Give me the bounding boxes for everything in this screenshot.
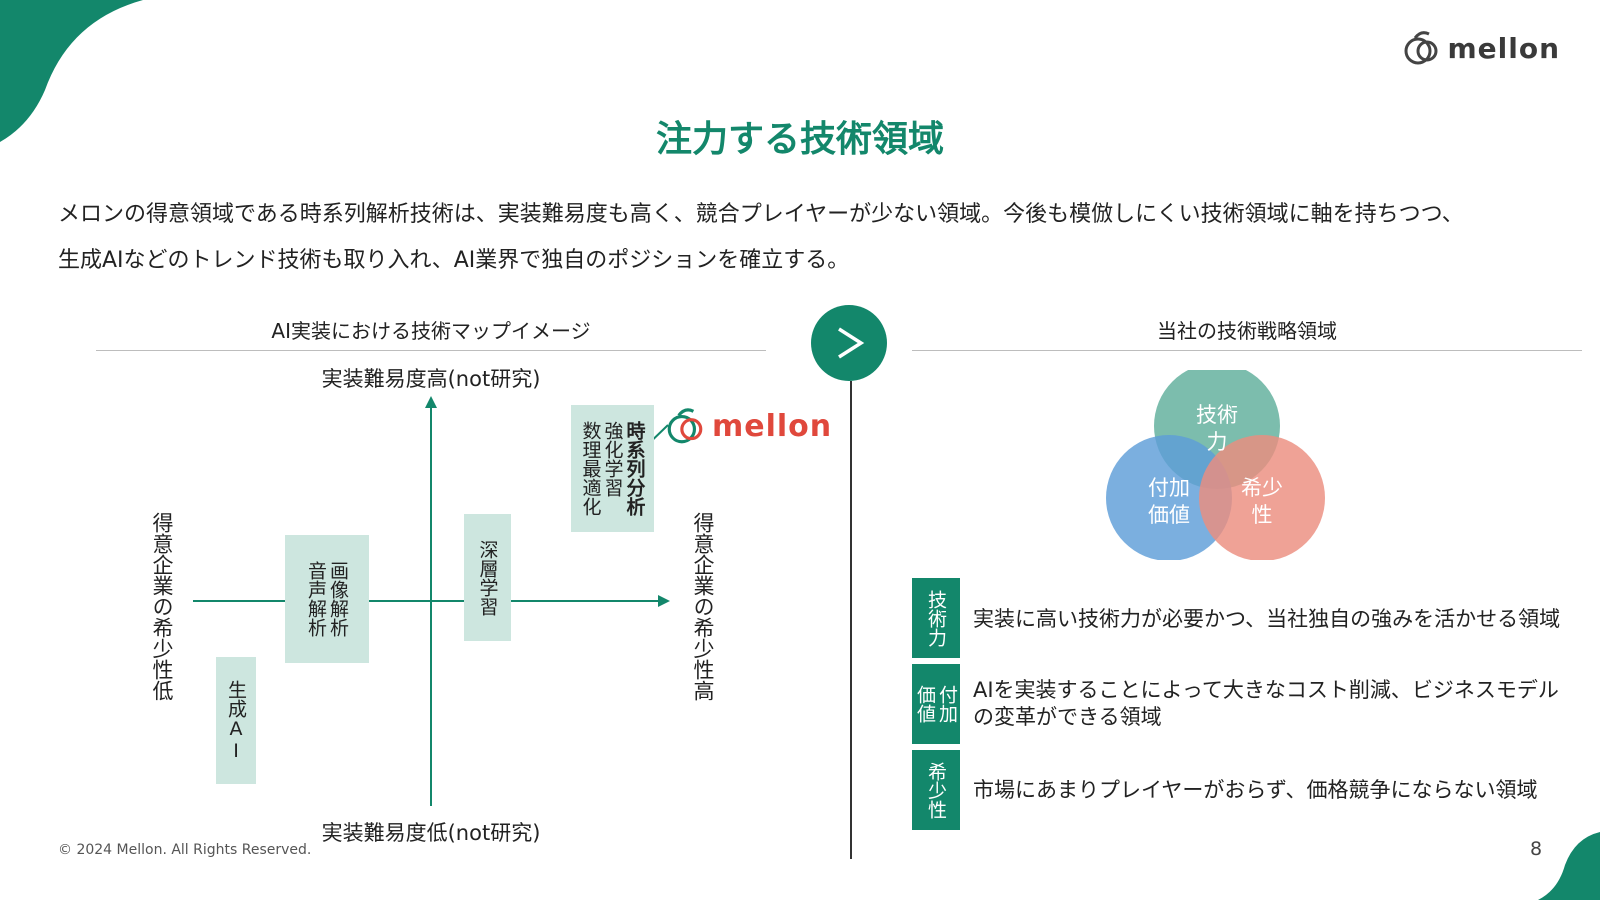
- venn-label-rarity-line2: 性: [1251, 503, 1273, 527]
- category-box-deep-learning: 深層学習: [464, 514, 511, 641]
- logo-wordmark: mellon: [1447, 31, 1560, 65]
- corner-decoration-bottom-right: [1538, 832, 1600, 900]
- venn-label-tech-line2: 力: [1206, 430, 1228, 454]
- copyright-notice: © 2024 Mellon. All Rights Reserved.: [58, 842, 312, 858]
- page-number: 8: [1530, 838, 1543, 860]
- definition-tag-value-col1: 付加: [936, 685, 958, 723]
- category-label-timeseries: 時系列分析: [623, 421, 646, 516]
- venn-label-value-line2: 価値: [1148, 503, 1190, 527]
- venn-label-rarity-line1: 希少: [1241, 476, 1283, 500]
- intro-line-2: 生成AIなどのトレンド技術も取り入れ、AI業界で独自のポジションを確立する。: [58, 248, 850, 273]
- definition-tag-tech-label: 技術力: [925, 589, 947, 647]
- category-box-timeseries: 時系列分析 強化学習 数理最適化: [571, 405, 654, 532]
- intro-line-1: メロンの得意領域である時系列解析技術は、実装難易度も高く、競合プレイヤーが少ない…: [58, 202, 1464, 227]
- strategy-divider: [912, 350, 1582, 351]
- category-label-image: 画像解析: [327, 561, 349, 637]
- definition-tag-rarity: 希少性: [912, 750, 960, 830]
- category-label-reinforcement: 強化学習: [601, 421, 624, 497]
- mellon-brand-marker: mellon: [664, 405, 832, 447]
- venn-label-tech: 技術 力: [1177, 402, 1257, 456]
- venn-label-rarity: 希少 性: [1222, 475, 1302, 529]
- venn-diagram: [1106, 370, 1325, 560]
- definition-tag-value-label: 付加 価値: [914, 685, 958, 723]
- category-label-deep-learning: 深層学習: [476, 539, 499, 616]
- category-box-genai: 生成AI: [216, 657, 256, 784]
- company-logo: mellon: [1401, 28, 1560, 68]
- strategy-heading: 当社の技術戦略領域: [1157, 319, 1337, 343]
- category-label-audio: 音声解析: [305, 561, 327, 637]
- definition-tag-rarity-label: 希少性: [925, 761, 947, 819]
- venn-label-value-line1: 付加: [1148, 476, 1190, 500]
- venn-circle-rarity: [1199, 435, 1325, 560]
- axis-label-right: 得意企業の希少性高: [691, 512, 715, 701]
- category-label-timeseries-group: 時系列分析 強化学習 数理最適化: [580, 421, 646, 516]
- definition-tag-value-col2: 価値: [914, 685, 936, 723]
- axis-label-bottom: 実装難易度低(not研究): [321, 821, 541, 845]
- definition-text-rarity: 市場にあまりプレイヤーがおらず、価格競争にならない領域: [973, 778, 1538, 802]
- category-box-image-audio: 画像解析 音声解析: [285, 535, 369, 663]
- venn-label-value: 付加 価値: [1129, 475, 1209, 529]
- intro-paragraph: メロンの得意領域である時系列解析技術は、実装難易度も高く、競合プレイヤーが少ない…: [58, 192, 1568, 284]
- venn-label-tech-line1: 技術: [1196, 403, 1238, 427]
- definition-tag-tech: 技術力: [912, 578, 960, 658]
- brand-marker-wordmark: mellon: [712, 408, 833, 444]
- mellon-logo-icon: [1404, 31, 1438, 65]
- chevron-right-icon: [838, 327, 865, 359]
- definition-text-value: AIを実装することによって大きなコスト削減、ビジネスモデルの変革ができる領域: [973, 678, 1559, 729]
- category-label-optimization: 数理最適化: [579, 421, 602, 516]
- tech-map-heading: AI実装における技術マップイメージ: [271, 319, 591, 343]
- transition-arrow: [811, 305, 887, 381]
- mellon-logo-icon: [667, 408, 703, 444]
- category-label-image-audio: 画像解析 音声解析: [305, 561, 349, 637]
- tech-map-divider: [96, 350, 766, 351]
- axis-label-left: 得意企業の希少性低: [150, 512, 174, 701]
- section-divider-vertical: [850, 381, 852, 859]
- page-title: 注力する技術領域: [655, 119, 944, 160]
- axis-label-top: 実装難易度高(not研究): [321, 367, 541, 391]
- corner-decoration-top-left: [0, 0, 143, 142]
- category-label-genai: 生成AI: [225, 679, 247, 762]
- definition-text-tech: 実装に高い技術力が必要かつ、当社独自の強みを活かせる領域: [973, 607, 1561, 631]
- venn-circle-value: [1106, 435, 1232, 560]
- definition-tag-value: 付加 価値: [912, 664, 960, 744]
